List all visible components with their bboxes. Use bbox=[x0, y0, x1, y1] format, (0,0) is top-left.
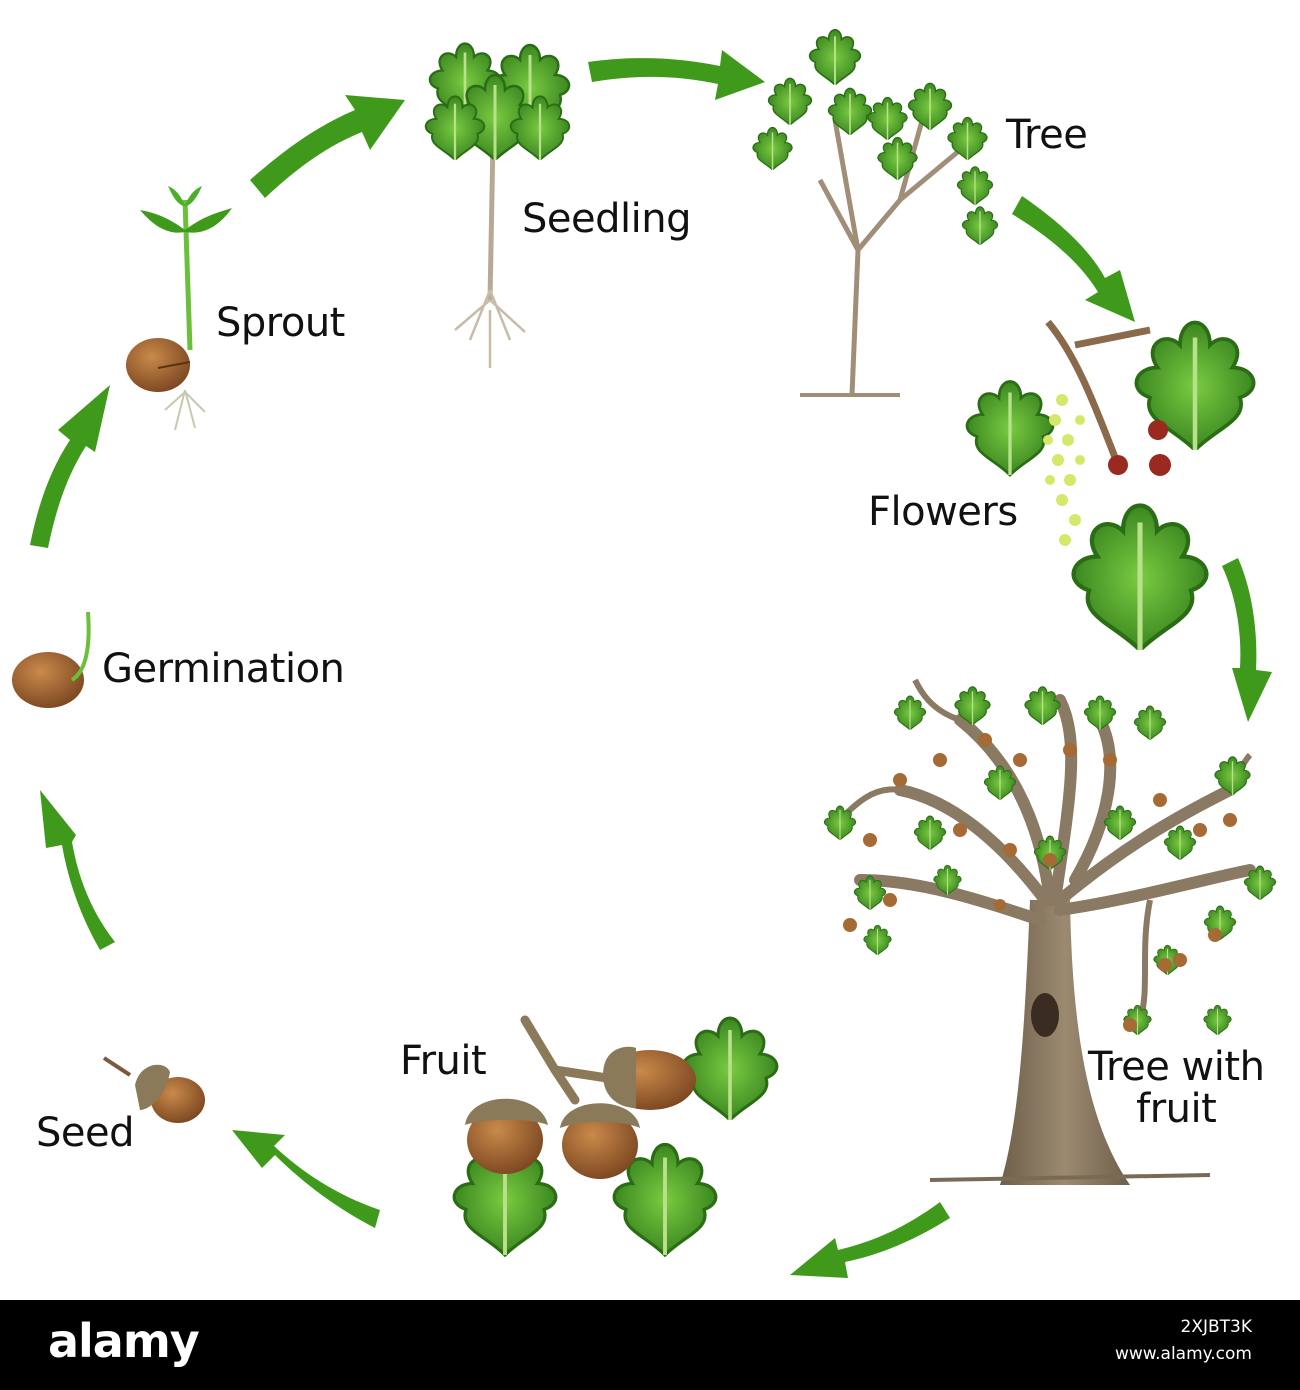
life-cycle-diagram bbox=[12, 28, 1277, 1278]
label-sprout: Sprout bbox=[216, 300, 345, 346]
label-fruit: Fruit bbox=[400, 1038, 487, 1084]
arrow-seed-to-germination bbox=[40, 790, 115, 950]
germination-illustration bbox=[12, 611, 91, 708]
arrow-fruit-to-seed bbox=[232, 1130, 380, 1228]
arrow-tree-to-flowers bbox=[1012, 196, 1135, 322]
fruit-illustration bbox=[454, 1018, 777, 1255]
arrow-germination-to-sprout bbox=[30, 385, 110, 548]
tree-acorns bbox=[843, 733, 1237, 1032]
footer-site: www.alamy.com bbox=[1114, 1344, 1252, 1365]
label-tree-with-fruit-line2: fruit bbox=[1136, 1086, 1217, 1132]
label-seed: Seed bbox=[36, 1110, 135, 1156]
arrow-seedling-to-tree bbox=[588, 50, 765, 100]
label-tree-with-fruit: Tree with fruit bbox=[1088, 1044, 1265, 1132]
arrow-sprout-to-seedling bbox=[250, 95, 405, 198]
cycle-arrows bbox=[30, 50, 1272, 1278]
label-seedling: Seedling bbox=[522, 196, 691, 242]
label-flowers: Flowers bbox=[868, 489, 1018, 535]
arrow-tree-with-fruit-to-fruit bbox=[790, 1202, 950, 1278]
flowers-illustration bbox=[967, 319, 1254, 650]
footer-image-info: 2XJBT3K www.alamy.com bbox=[1115, 1314, 1252, 1368]
young-tree-illustration bbox=[752, 28, 999, 397]
seed-illustration bbox=[102, 1056, 205, 1123]
label-germination: Germination bbox=[102, 646, 345, 692]
sprout-illustration bbox=[126, 186, 232, 431]
seedling-illustration bbox=[424, 42, 571, 368]
label-tree-with-fruit-line1: Tree with bbox=[1088, 1044, 1265, 1090]
footer-image-id: 2XJBT3K bbox=[1180, 1317, 1253, 1337]
tree-with-fruit-illustration bbox=[823, 678, 1277, 1185]
footer-logo: alamy bbox=[48, 1314, 200, 1368]
label-tree: Tree bbox=[1006, 112, 1088, 158]
arrow-flowers-to-tree-with-fruit bbox=[1222, 558, 1272, 722]
footer-bar: alamy 2XJBT3K www.alamy.com bbox=[0, 1300, 1300, 1390]
